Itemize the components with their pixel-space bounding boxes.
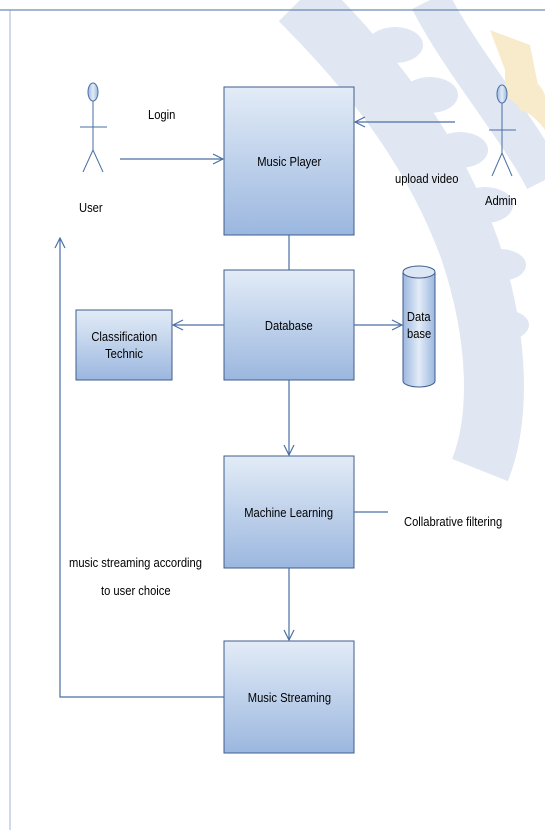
upload-video-label: upload video — [395, 171, 459, 186]
streaming-choice-label-line2: to user choice — [101, 583, 171, 598]
music-player-box — [223, 86, 355, 236]
admin-actor-icon — [489, 84, 516, 177]
music-streaming-label: Music Streaming — [247, 689, 331, 705]
user-actor-icon — [80, 82, 107, 173]
music-streaming-box — [223, 640, 355, 754]
database-label: Database — [265, 317, 313, 333]
streaming-choice-label-line1: music streaming according — [69, 555, 202, 570]
streaming-to-user-arrow — [60, 238, 224, 698]
database-store-label: Data base — [406, 309, 432, 341]
classification-technic-label: Classification Technic — [91, 329, 157, 361]
database-cylinder — [402, 265, 436, 388]
collaborative-filtering-label: Collabrative filtering — [404, 514, 503, 529]
login-label: Login — [148, 107, 176, 122]
admin-actor-label: Admin — [485, 193, 517, 208]
background-watermark — [278, 0, 545, 482]
music-player-label: Music Player — [256, 153, 321, 169]
classification-box — [75, 309, 173, 381]
user-actor-label: User — [79, 200, 103, 215]
machine-learning-label: Machine Learning — [244, 504, 334, 520]
